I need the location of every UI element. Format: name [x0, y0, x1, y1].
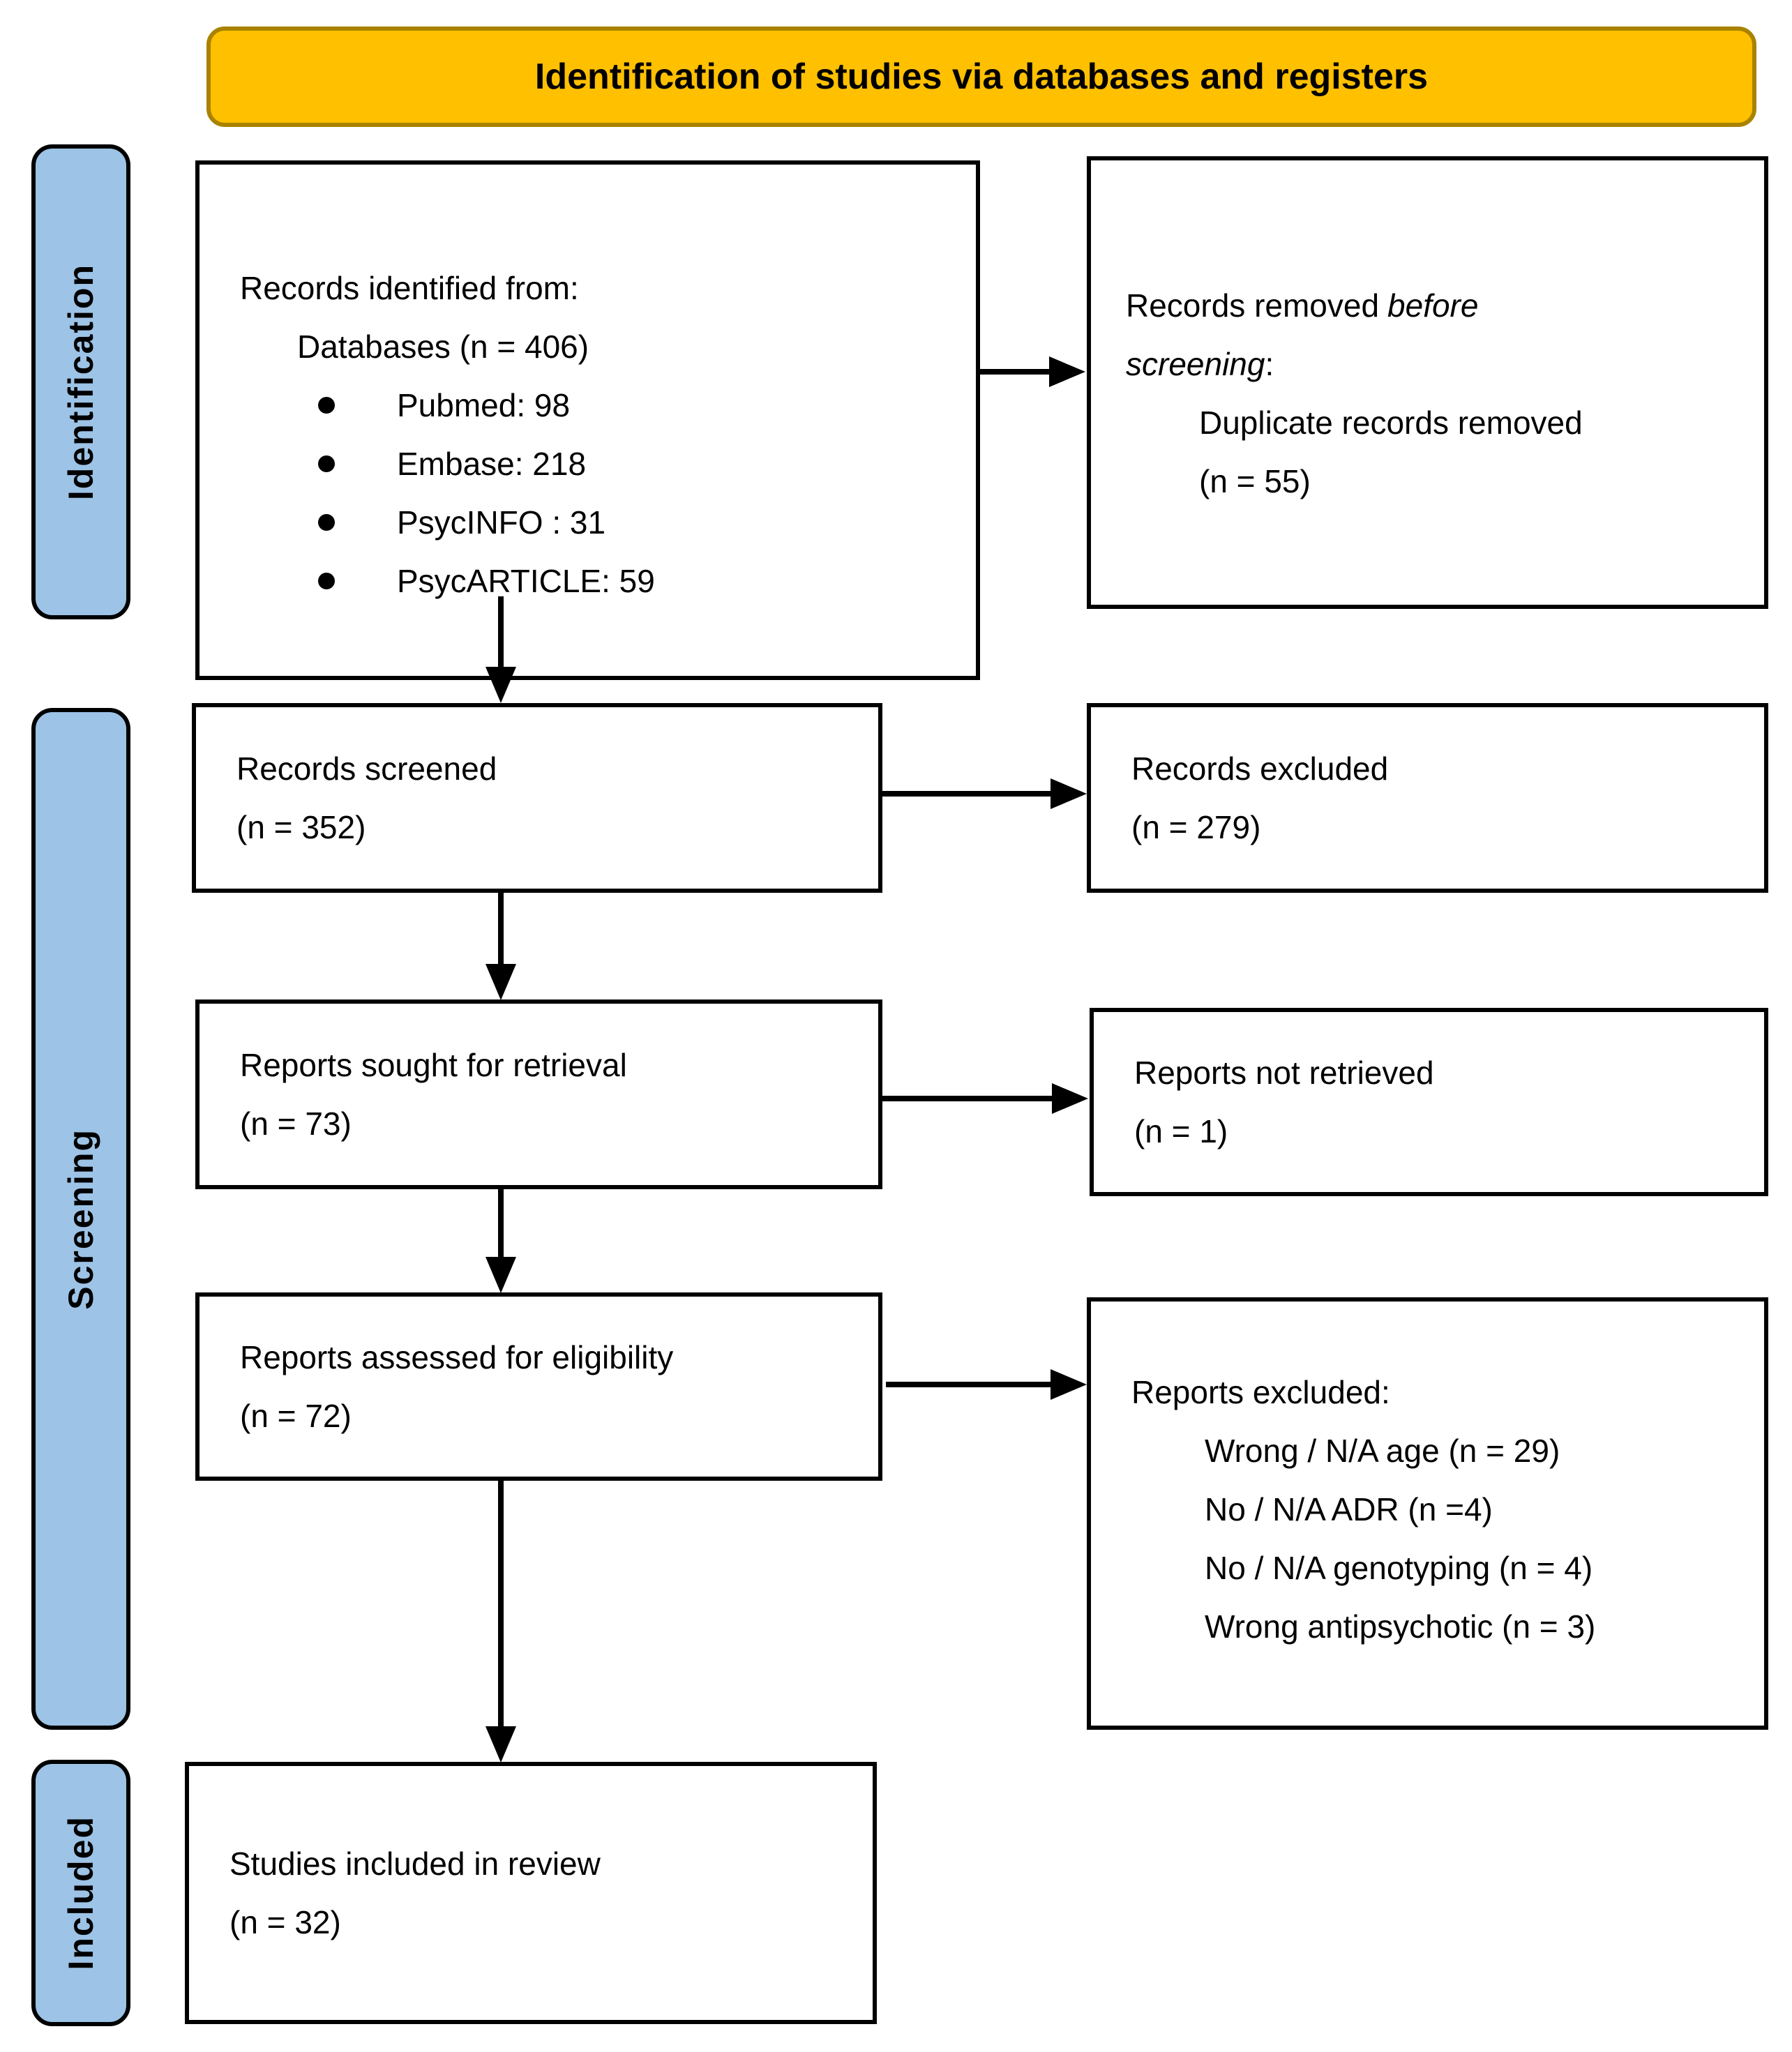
reports-sought-line2: (n = 73) [240, 1106, 352, 1142]
arrow-screened-to-sought [498, 893, 504, 964]
stage-label-included: Included [61, 1816, 100, 1970]
records-identified-line1: Records identified from: [240, 269, 579, 306]
arrow-sought-to-not-retrieved [882, 1096, 1052, 1101]
arrow-identified-to-screened [498, 596, 504, 667]
studies-included-line1: Studies included in review [229, 1846, 601, 1882]
box-reports-excluded: Reports excluded: Wrong / N/A age (n = 2… [1087, 1297, 1768, 1730]
reports-excluded-reason-antipsychotic: Wrong antipsychotic (n = 3) [1205, 1608, 1596, 1645]
records-identified-bullet-embase: Embase: 218 [240, 435, 955, 493]
records-identified-bullet-psycarticle: PsycARTICLE: 59 [240, 552, 955, 610]
arrow-identified-to-removed [980, 369, 1049, 375]
studies-included-line2: (n = 32) [229, 1904, 341, 1940]
reports-excluded-title: Reports excluded: [1131, 1374, 1390, 1410]
reports-excluded-reason-age: Wrong / N/A age (n = 29) [1205, 1433, 1560, 1469]
records-identified-bullet-pubmed: Pubmed: 98 [240, 376, 955, 435]
box-records-screened: Records screened (n = 352) [192, 703, 882, 893]
records-excluded-line2: (n = 279) [1131, 809, 1261, 845]
reports-not-retrieved-line2: (n = 1) [1134, 1113, 1228, 1149]
records-removed-line3: Duplicate records removed [1199, 404, 1583, 441]
box-reports-assessed: Reports assessed for eligibility (n = 72… [195, 1292, 882, 1481]
arrow-assessed-to-included [498, 1481, 504, 1726]
reports-assessed-line2: (n = 72) [240, 1398, 352, 1434]
records-identified-bullet-psycinfo: PsycINFO : 31 [240, 493, 955, 552]
stage-pill-screening: Screening [31, 708, 130, 1730]
records-removed-line2: screening: [1126, 345, 1274, 382]
reports-excluded-reason-adr: No / N/A ADR (n =4) [1205, 1491, 1493, 1527]
reports-sought-line1: Reports sought for retrieval [240, 1047, 627, 1083]
records-screened-line1: Records screened [236, 750, 497, 787]
banner-title: Identification of studies via databases … [534, 56, 1429, 97]
box-studies-included: Studies included in review (n = 32) [185, 1762, 877, 2024]
arrow-sought-to-assessed [498, 1189, 504, 1257]
records-screened-line2: (n = 352) [236, 809, 366, 845]
box-records-excluded: Records excluded (n = 279) [1087, 703, 1768, 893]
banner: Identification of studies via databases … [206, 27, 1756, 127]
records-excluded-line1: Records excluded [1131, 750, 1389, 787]
stage-pill-identification: Identification [31, 144, 130, 619]
records-removed-line4: (n = 55) [1199, 462, 1311, 499]
reports-excluded-reason-genotyping: No / N/A genotyping (n = 4) [1205, 1550, 1593, 1586]
arrow-screened-to-excluded [882, 791, 1051, 797]
reports-not-retrieved-line1: Reports not retrieved [1134, 1055, 1434, 1091]
stage-label-identification: Identification [61, 263, 100, 501]
stage-label-screening: Screening [61, 1128, 100, 1310]
records-identified-line2: Databases (n = 406) [297, 328, 589, 365]
box-reports-not-retrieved: Reports not retrieved (n = 1) [1090, 1008, 1768, 1196]
box-records-identified: Records identified from: Databases (n = … [195, 160, 980, 680]
arrow-assessed-to-excluded [886, 1382, 1051, 1387]
stage-pill-included: Included [31, 1760, 130, 2026]
box-reports-sought: Reports sought for retrieval (n = 73) [195, 999, 882, 1189]
reports-assessed-line1: Reports assessed for eligibility [240, 1339, 674, 1375]
